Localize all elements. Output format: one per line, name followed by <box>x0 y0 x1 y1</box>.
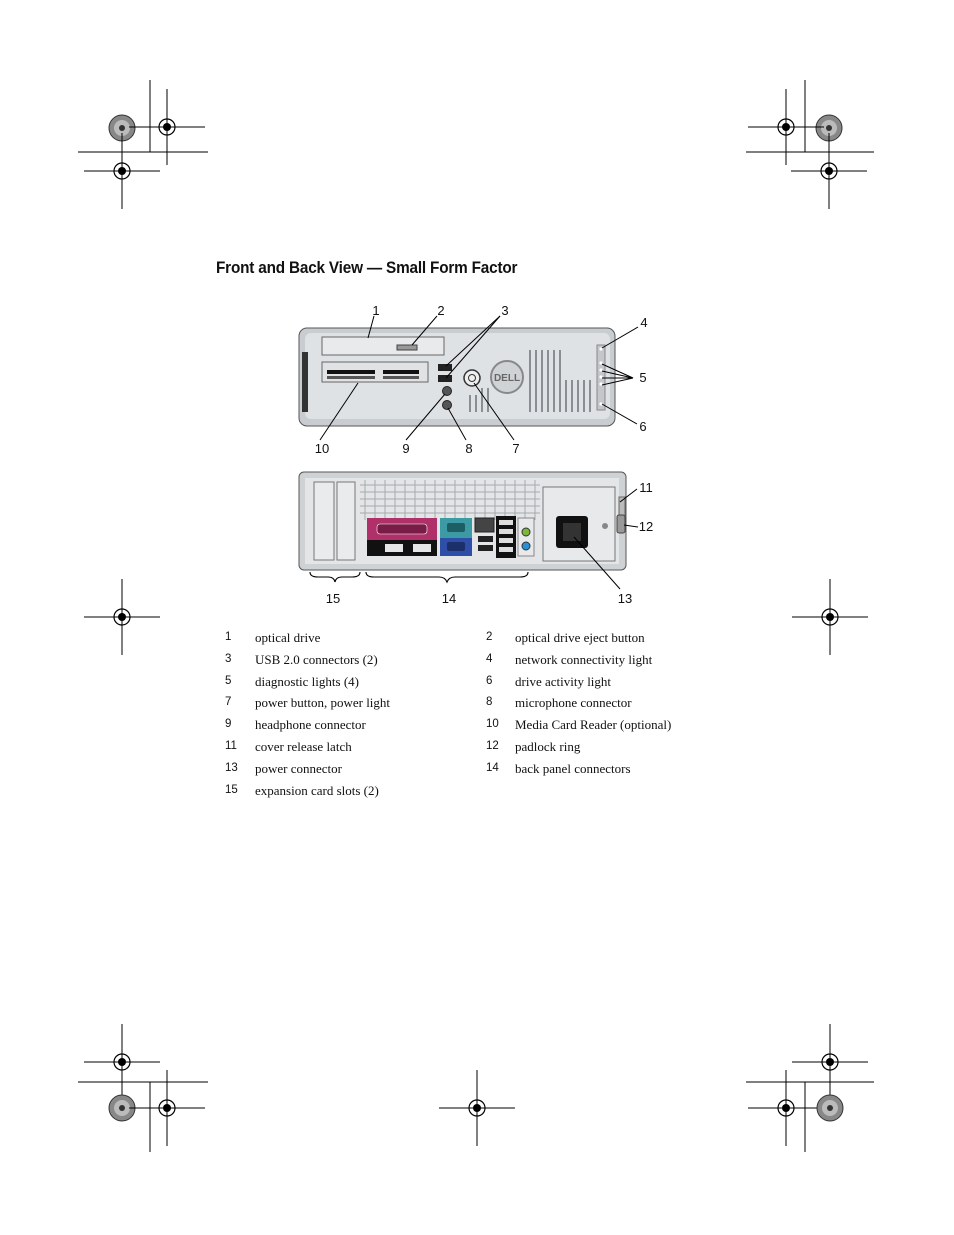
usb-connector <box>499 538 513 543</box>
legend-text: optical drive eject button <box>515 630 645 645</box>
dell-logo <box>490 360 524 394</box>
callout-15: 15 <box>326 591 340 606</box>
callout-2: 2 <box>437 303 444 318</box>
callout-9: 9 <box>402 441 409 456</box>
expansion-slot <box>313 481 335 561</box>
legend-text: padlock ring <box>515 738 581 754</box>
callout-labels: 1 2 3 4 5 6 7 8 9 10 11 12 13 14 15 <box>315 303 653 606</box>
legend-row: 9 headphone connector 10 Media Card Read… <box>220 715 740 737</box>
headphone-connector <box>442 386 452 396</box>
legend-number: 9 <box>225 718 232 731</box>
usb-connector <box>499 520 513 525</box>
legend-text: optical drive <box>255 630 321 645</box>
callout-8: 8 <box>465 441 472 456</box>
legend-number: 10 <box>486 718 499 731</box>
back-view <box>298 471 627 584</box>
legend-text: network connectivity light <box>515 651 653 667</box>
legend-number: 15 <box>225 783 238 796</box>
usb-connector <box>478 545 493 551</box>
usb-connector <box>438 364 452 371</box>
legend-text: back panel connectors <box>515 760 631 776</box>
legend-number: 11 <box>225 739 237 752</box>
expansion-slot <box>336 481 356 561</box>
legend-number: 4 <box>486 652 493 665</box>
legend-row: 3 USB 2.0 connectors (2) 4 network conne… <box>220 650 740 672</box>
line-out-jack <box>521 527 531 537</box>
legend-text: Media Card Reader (optional) <box>515 717 672 733</box>
padlock-ring <box>616 514 626 534</box>
legend-number: 5 <box>225 674 232 687</box>
usb-connector <box>499 547 513 552</box>
optical-drive <box>321 336 445 356</box>
callout-5: 5 <box>639 370 646 385</box>
legend-number: 2 <box>486 631 493 643</box>
callout-12: 12 <box>639 519 653 534</box>
usb-connector <box>413 544 431 552</box>
usb-connector <box>385 544 403 552</box>
legend-text: microphone connector <box>515 695 632 711</box>
callout-14: 14 <box>442 591 456 606</box>
legend-number: 13 <box>225 761 238 774</box>
computer-figure: DELL <box>298 303 653 606</box>
dell-badge-text: DELL <box>494 373 520 384</box>
callout-3: 3 <box>501 303 508 318</box>
callout-13: 13 <box>618 591 632 606</box>
usb-connector <box>438 375 452 382</box>
legend-row: 1 optical drive 2 optical drive eject bu… <box>220 628 740 650</box>
microphone-connector <box>442 400 452 410</box>
legend-number: 6 <box>486 674 493 687</box>
legend-text: cover release latch <box>255 738 352 754</box>
legend-text: power connector <box>255 760 342 776</box>
legend-text: headphone connector <box>255 717 366 733</box>
legend-text: drive activity light <box>515 673 612 689</box>
front-vent <box>469 350 591 412</box>
legend-number: 14 <box>486 761 499 774</box>
line-in-jack <box>521 541 531 551</box>
callout-6: 6 <box>639 419 646 434</box>
legend-row: 13 power connector 14 back panel connect… <box>220 759 740 781</box>
legend-text: diagnostic lights (4) <box>255 673 359 689</box>
page-title: Front and Back View — Small Form Factor <box>216 258 518 277</box>
front-view: DELL <box>298 327 616 427</box>
usb-connector <box>478 536 493 542</box>
callout-4: 4 <box>640 315 647 330</box>
callout-11: 11 <box>639 480 653 495</box>
legend-number: 1 <box>225 631 232 643</box>
legend-text: USB 2.0 connectors (2) <box>255 651 378 667</box>
callout-10: 10 <box>315 441 329 456</box>
legend-number: 12 <box>486 739 499 752</box>
network-connector <box>474 517 495 533</box>
legend-text: power button, power light <box>255 695 391 711</box>
legend-row: 15 expansion card slots (2) <box>220 781 740 803</box>
callout-7: 7 <box>512 441 519 456</box>
usb-connector <box>499 529 513 534</box>
legend-number: 7 <box>225 696 232 709</box>
leader-lines <box>319 315 639 590</box>
legend-row: 7 power button, power light 8 microphone… <box>220 693 740 715</box>
eject-button <box>396 344 418 351</box>
power-button <box>463 369 481 387</box>
legend-number: 3 <box>225 652 232 665</box>
callout-legend: 1 optical drive 2 optical drive eject bu… <box>220 628 740 802</box>
legend-number: 8 <box>486 696 493 709</box>
legend-text: expansion card slots (2) <box>255 782 379 798</box>
legend-row: 5 diagnostic lights (4) 6 drive activity… <box>220 672 740 694</box>
legend-row: 11 cover release latch 12 padlock ring <box>220 737 740 759</box>
callout-1: 1 <box>372 303 379 318</box>
